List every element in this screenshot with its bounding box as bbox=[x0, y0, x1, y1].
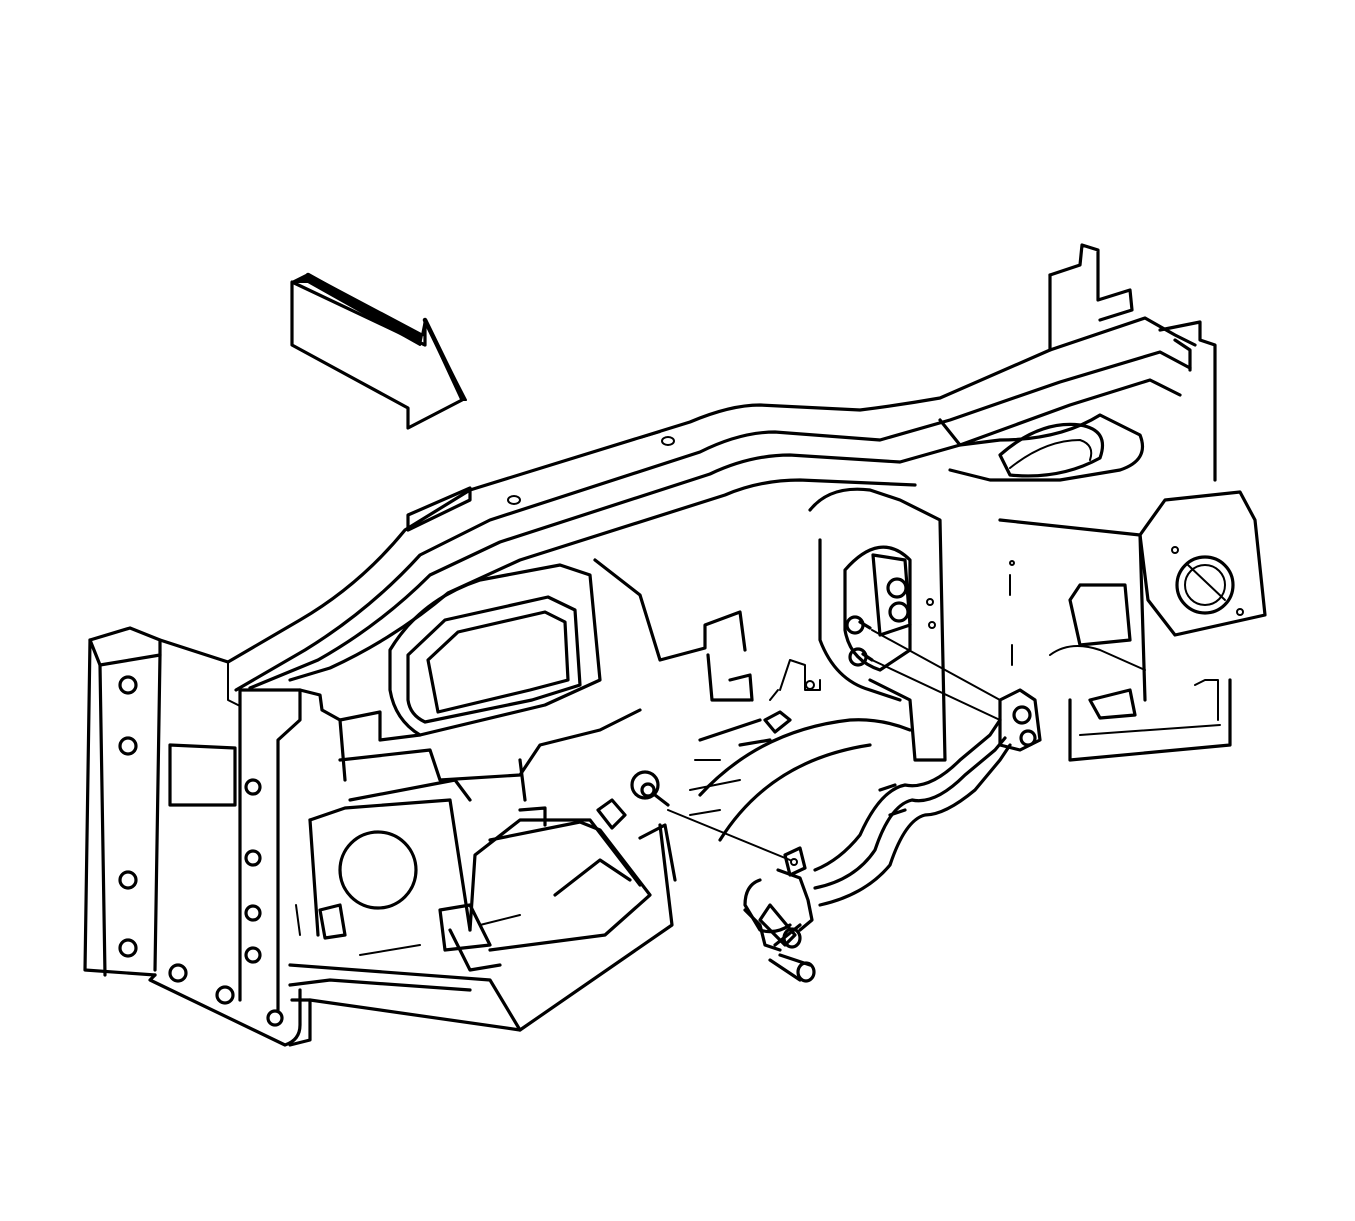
dash-panel bbox=[226, 243, 1267, 842]
heater-core-case bbox=[288, 563, 677, 1047]
lower-fastener bbox=[630, 770, 791, 861]
hvac-pipe-assembly bbox=[743, 688, 1042, 983]
direction-arrow bbox=[290, 272, 467, 430]
upper-fasteners bbox=[845, 615, 1001, 721]
left-mounting-bracket bbox=[83, 626, 342, 1047]
pipe-clamp bbox=[783, 846, 807, 877]
